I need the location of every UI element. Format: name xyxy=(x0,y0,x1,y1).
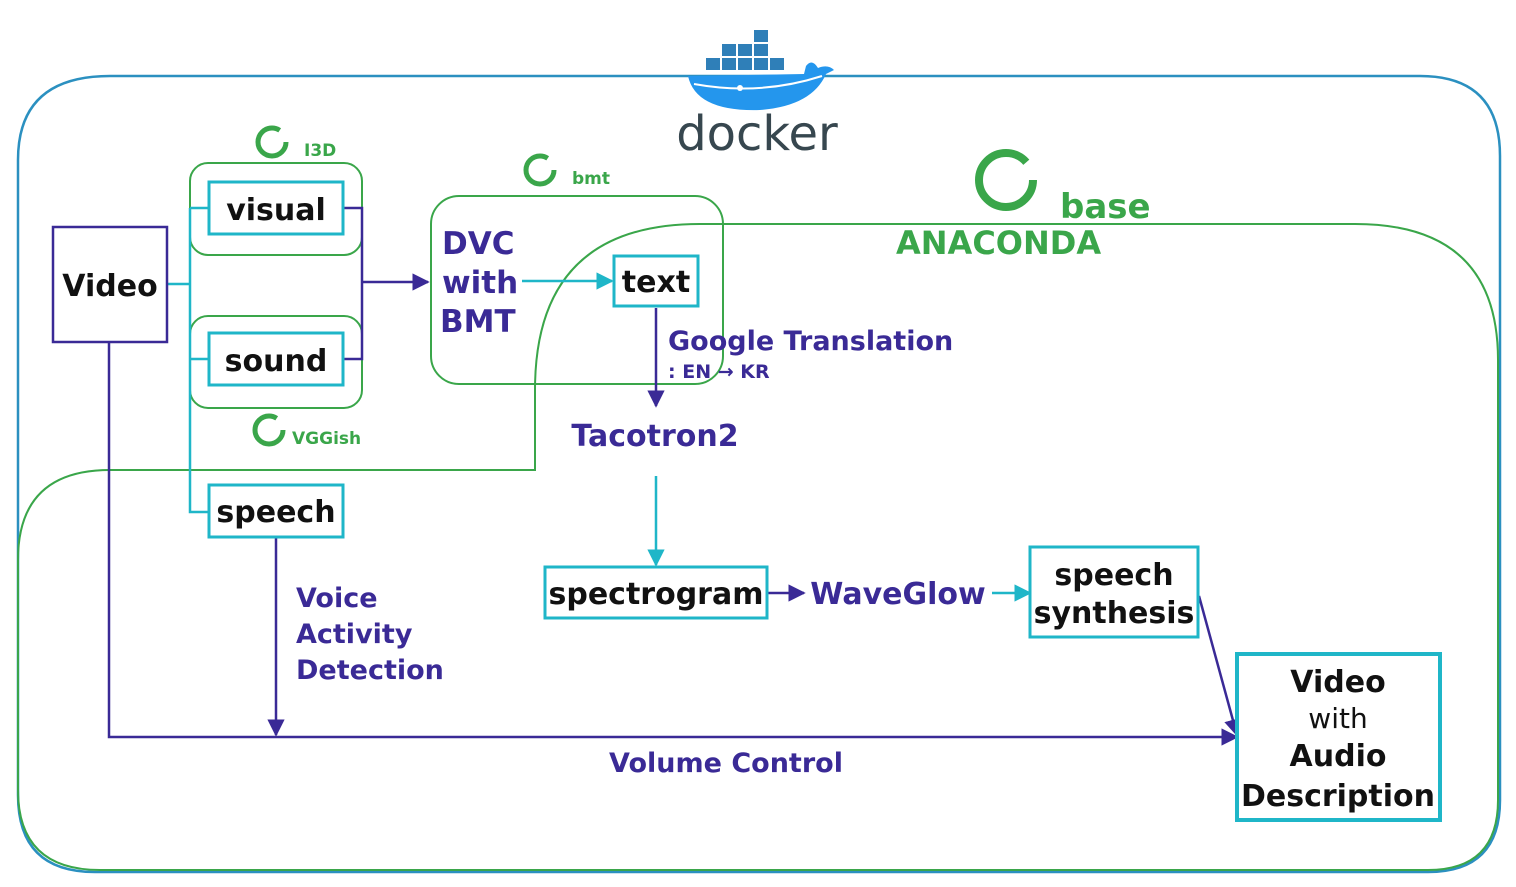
google-translation-label: Google Translation xyxy=(668,326,953,357)
anaconda-base-env-border xyxy=(17,223,1499,871)
speech-synthesis-label-2: synthesis xyxy=(1034,596,1195,631)
docker-wordmark: docker xyxy=(676,106,838,162)
sound-box: sound xyxy=(207,331,345,387)
vad-label-3: Detection xyxy=(296,655,444,686)
vad-label-1: Voice xyxy=(296,583,378,614)
vggish-env-label: VGGish xyxy=(292,429,361,449)
output-label-3: Audio xyxy=(1290,739,1387,774)
waveglow-label: WaveGlow xyxy=(810,577,985,612)
anaconda-env-name: base xyxy=(1060,187,1151,227)
vad-label-2: Activity xyxy=(296,619,413,650)
speech-synthesis-label-1: speech xyxy=(1054,558,1173,593)
bmt-ring-icon xyxy=(523,153,557,187)
video-input-label: Video xyxy=(62,269,157,304)
i3d-ring-icon xyxy=(255,125,289,159)
features-to-dvc-line xyxy=(343,206,428,361)
vggish-ring-icon xyxy=(252,413,286,447)
volume-control-label: Volume Control xyxy=(609,748,843,779)
speech-label: speech xyxy=(216,495,335,530)
bmt-env-label: bmt xyxy=(572,169,610,189)
speech-box: speech xyxy=(207,483,345,539)
spectrogram-label: spectrogram xyxy=(549,577,764,612)
docker-whale-icon xyxy=(688,30,834,111)
spectrogram-box: spectrogram xyxy=(543,565,769,620)
visual-label: visual xyxy=(226,193,326,228)
video-to-modalities-line xyxy=(167,206,210,514)
anaconda-ring-icon xyxy=(975,149,1037,211)
dvc-label-2: with xyxy=(442,265,518,301)
output-box: Video with Audio Description xyxy=(1235,652,1442,822)
i3d-env-label: I3D xyxy=(304,141,336,161)
dvc-label-1: DVC xyxy=(442,226,514,262)
text-label: text xyxy=(622,265,690,300)
output-label-2: with xyxy=(1308,702,1367,735)
text-box: text xyxy=(612,254,700,308)
video-input-box: Video xyxy=(51,225,169,344)
sound-label: sound xyxy=(225,344,328,379)
anaconda-wordmark: ANACONDA xyxy=(896,224,1101,262)
docker-container-border xyxy=(16,74,1502,874)
translation-direction-label: : EN → KR xyxy=(668,361,770,383)
video-to-output-line xyxy=(107,342,1239,746)
speech-synthesis-box: speech synthesis xyxy=(1028,545,1200,639)
visual-box: visual xyxy=(207,180,345,236)
synthesis-to-output-arrow xyxy=(1197,595,1242,737)
output-label-4: Description xyxy=(1241,779,1435,814)
tacotron-label: Tacotron2 xyxy=(571,419,738,454)
output-label-1: Video xyxy=(1290,665,1385,700)
dvc-label-3: BMT xyxy=(440,304,516,340)
